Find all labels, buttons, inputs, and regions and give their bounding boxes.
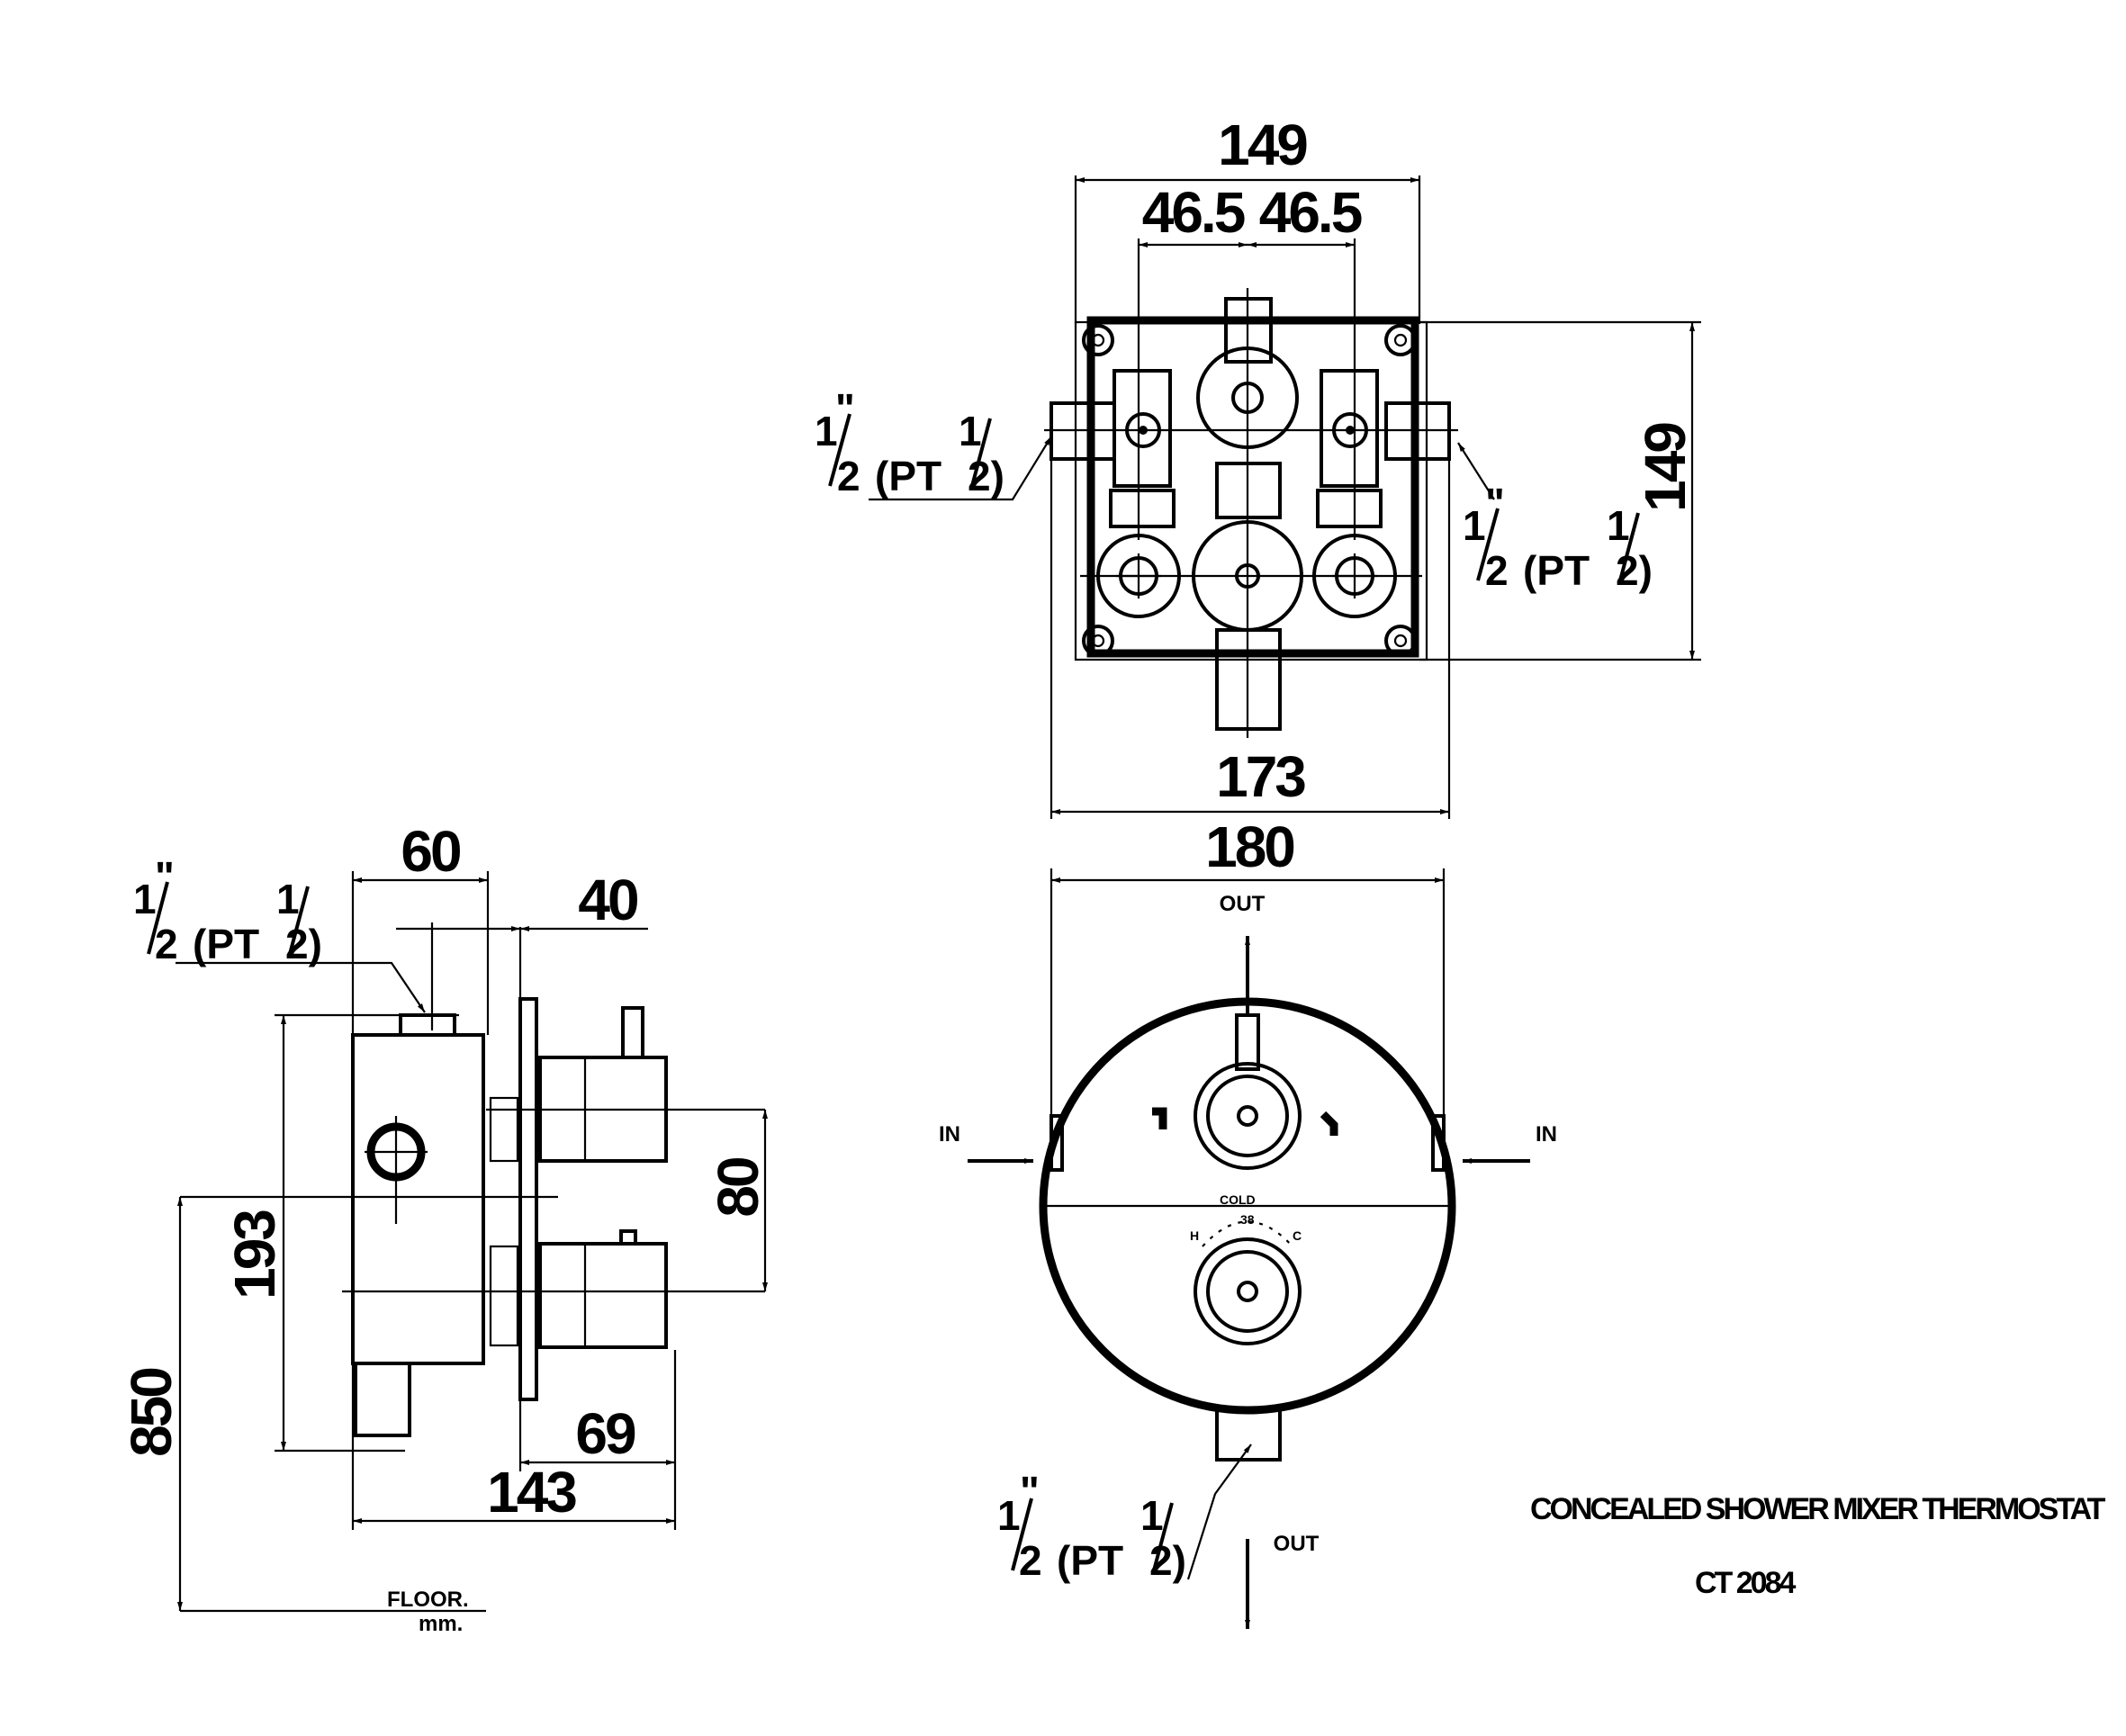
front-temperature-scale: COLD 38 H C — [1190, 1192, 1302, 1247]
svg-text:1: 1 — [133, 876, 157, 922]
leader-side-inlet — [176, 961, 426, 1013]
dim-side-height-193: 193 — [222, 1210, 287, 1300]
svg-text:H: H — [1190, 1228, 1199, 1243]
side-lower-handle — [342, 1229, 765, 1349]
svg-text:COLD: COLD — [1220, 1192, 1256, 1207]
svg-text:1: 1 — [276, 876, 300, 922]
dim-side-total-depth: 143 — [487, 1460, 576, 1525]
svg-text:2): 2) — [1616, 547, 1653, 594]
center-valve — [1192, 288, 1303, 738]
model-number: CT 2084 — [1695, 1566, 1796, 1600]
pipe-spec-top-right: 1 " 2 (PT 1 2) — [1463, 480, 1653, 594]
svg-text:2: 2 — [837, 453, 860, 499]
svg-text:C: C — [1293, 1228, 1302, 1243]
svg-text:(PT: (PT — [1057, 1537, 1123, 1584]
front-view: 180 COLD 38 H C OUT OUT — [939, 814, 1557, 1629]
leader-top-right-inlet — [1457, 442, 1495, 500]
dim-side-handle-depth: 69 — [575, 1401, 635, 1466]
top-view: 149 46.5 46.5 149 173 — [869, 112, 1701, 819]
svg-text:2): 2) — [285, 921, 322, 967]
svg-text:1: 1 — [1140, 1492, 1164, 1539]
side-top-pipe — [399, 1013, 456, 1037]
svg-text:(PT: (PT — [875, 453, 941, 499]
svg-text:": " — [1020, 1468, 1040, 1515]
svg-text:(PT: (PT — [193, 921, 259, 967]
svg-text:(PT: (PT — [1523, 547, 1590, 594]
out-label-bottom: OUT — [1274, 1532, 1320, 1556]
dim-front-plate-width: 180 — [1205, 814, 1293, 879]
svg-text:1: 1 — [959, 408, 982, 454]
svg-text:": " — [1485, 480, 1505, 526]
dim-top-right-offset: 46.5 — [1259, 180, 1362, 245]
dim-top-height: 149 — [1633, 423, 1698, 512]
front-bottom-pipe — [1215, 1408, 1282, 1462]
side-body — [351, 1033, 485, 1365]
side-bottom-pipe — [354, 1362, 411, 1437]
svg-text:1: 1 — [1607, 502, 1630, 549]
leader-front-outlet — [1186, 1444, 1252, 1580]
svg-text:": " — [155, 853, 175, 900]
dim-top-overall-width: 149 — [1218, 112, 1307, 177]
top-box-inner — [1086, 316, 1419, 658]
svg-text:2: 2 — [155, 921, 178, 967]
dim-side-depth-40: 40 — [578, 868, 637, 932]
svg-text:38: 38 — [1240, 1212, 1255, 1227]
svg-text:2: 2 — [1019, 1537, 1042, 1584]
leader-top-left-inlet — [869, 436, 1052, 501]
out-label-top: OUT — [1220, 892, 1266, 916]
corner-screws — [1082, 324, 1417, 657]
dim-side-depth-60: 60 — [401, 819, 460, 884]
units-label: mm. — [419, 1612, 463, 1636]
svg-text:2): 2) — [968, 453, 1004, 499]
dim-side-floor-height: 850 — [119, 1369, 184, 1457]
in-label-right: IN — [1536, 1122, 1557, 1147]
side-view: 60 40 193 80 850 FLOOR. mm. 69 143 — [119, 819, 770, 1636]
drawing-title: CONCEALED SHOWER MIXER THERMOSTAT — [1530, 1492, 2106, 1526]
in-label-left: IN — [939, 1122, 960, 1147]
svg-text:1: 1 — [997, 1492, 1021, 1539]
svg-text:2: 2 — [1485, 547, 1509, 594]
pipe-spec-top-left: 1 " 2 (PT 1 2) — [815, 385, 1004, 499]
dim-top-left-offset: 46.5 — [1142, 180, 1245, 245]
side-wall-plate — [518, 997, 538, 1401]
floor-label: FLOOR. — [387, 1588, 469, 1612]
side-upper-handle — [486, 1006, 765, 1163]
svg-text:1: 1 — [1463, 502, 1486, 549]
dim-side-handle-spacing: 80 — [706, 1158, 770, 1218]
svg-text:2): 2) — [1149, 1537, 1186, 1584]
front-diverter-knob[interactable] — [1152, 1013, 1338, 1170]
dim-top-box-width: 173 — [1216, 744, 1305, 809]
pipe-spec-side: 1 " 2 (PT 1 2) — [133, 853, 322, 967]
pipe-spec-front: 1 " 2 (PT 1 2) — [997, 1468, 1186, 1584]
front-thermostat-knob[interactable] — [1194, 1237, 1302, 1345]
svg-text:": " — [835, 385, 855, 432]
svg-text:1: 1 — [815, 408, 838, 454]
